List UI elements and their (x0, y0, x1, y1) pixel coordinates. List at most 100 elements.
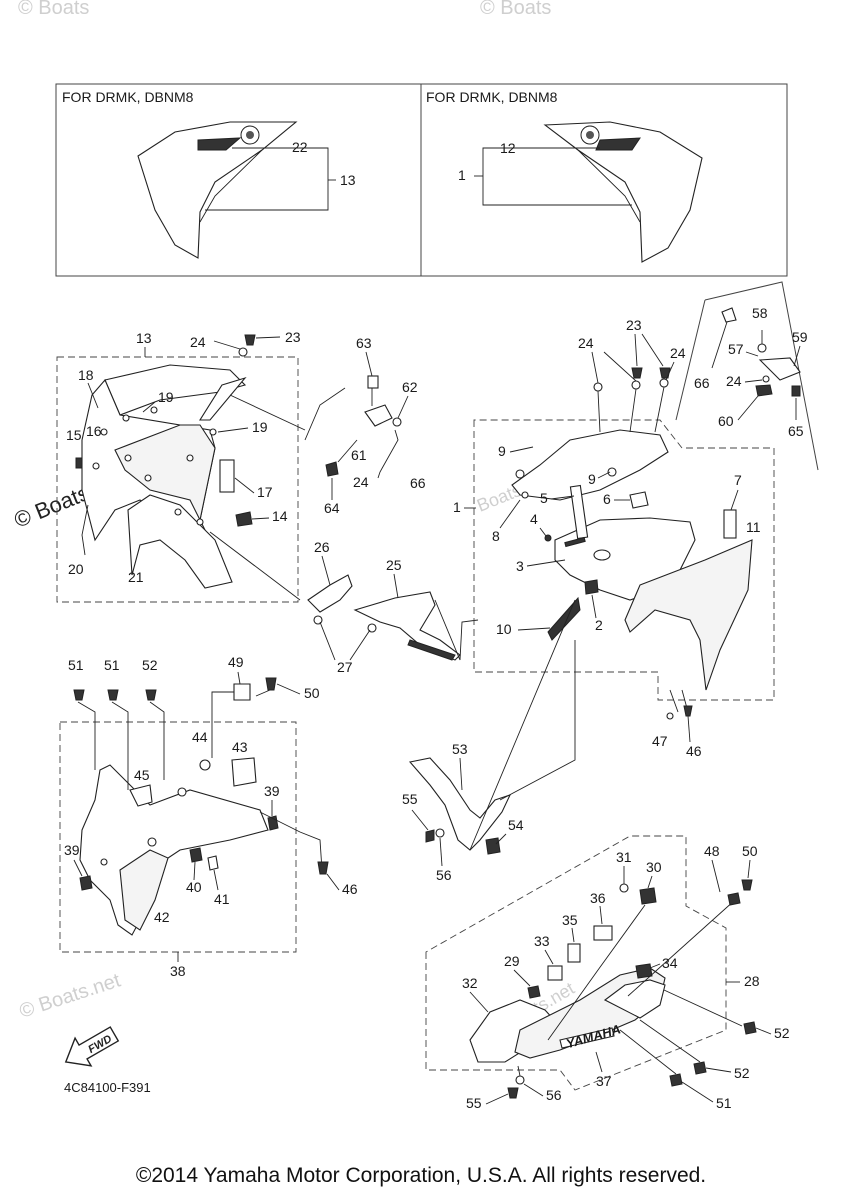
left-variant-caption: FOR DRMK, DBNM8 (62, 89, 194, 105)
callout-11: 11 (746, 519, 761, 535)
fwd-arrow-icon: FWD (64, 1026, 120, 1067)
center-bracket-parts (304, 375, 461, 661)
callout-9-a: 9 (498, 443, 506, 459)
callout-19-a: 19 (158, 389, 174, 405)
callout-62: 62 (402, 379, 418, 395)
callout-24-e: 24 (726, 373, 742, 389)
callout-45: 45 (134, 767, 150, 783)
callout-6: 6 (603, 491, 611, 507)
callout-14: 14 (272, 508, 288, 524)
callout-18: 18 (78, 367, 94, 383)
callout-55-a: 55 (402, 791, 418, 807)
callout-5: 5 (540, 490, 548, 506)
callout-55-b: 55 (466, 1095, 482, 1111)
callout-38: 38 (170, 963, 186, 979)
callout-9-b: 9 (588, 471, 596, 487)
callout-4: 4 (530, 511, 538, 527)
callout-52-c: 52 (734, 1065, 750, 1081)
callout-39-a: 39 (264, 783, 280, 799)
callout-32: 32 (462, 975, 478, 991)
callout-40: 40 (186, 879, 202, 895)
callout-63: 63 (356, 335, 372, 351)
callout-23-b: 23 (626, 317, 642, 333)
callout-41: 41 (214, 891, 230, 907)
callout-64: 64 (324, 500, 340, 516)
callout-66-a: 66 (410, 475, 426, 491)
callout-27: 27 (337, 659, 353, 675)
callout-20: 20 (68, 561, 84, 577)
callout-36: 36 (590, 890, 606, 906)
mirror-bracket-parts (675, 281, 819, 471)
callout-30: 30 (646, 859, 662, 875)
callout-2: 2 (595, 617, 603, 633)
callout-1: 1 (453, 499, 461, 515)
callout-26: 26 (314, 539, 330, 555)
watermark-bottom-left: © Boats.net (17, 969, 124, 1022)
watermark-top-right: © Boats (480, 0, 551, 19)
watermark-top-left: © Boats (18, 0, 89, 19)
callout-25: 25 (386, 557, 402, 573)
callout-12: 12 (500, 140, 516, 156)
callout-51-b: 51 (104, 657, 120, 673)
callout-52-b: 52 (774, 1025, 790, 1041)
callout-23-a: 23 (285, 329, 301, 345)
callout-43: 43 (232, 739, 248, 755)
lower-right-cowl-assembly: YAMAHA (425, 835, 757, 1099)
figure-code: 4C84100-F391 (64, 1080, 151, 1095)
callout-42: 42 (154, 909, 170, 925)
callout-7: 7 (734, 472, 742, 488)
callout-22: 22 (292, 139, 308, 155)
callout-33: 33 (534, 933, 550, 949)
lower-left-cowl-assembly (59, 677, 329, 953)
callout-13: 13 (136, 330, 152, 346)
callout-24-d: 24 (670, 345, 686, 361)
callout-13-top: 13 (340, 172, 356, 188)
copyright-notice: ©2014 Yamaha Motor Corporation, U.S.A. A… (135, 1164, 707, 1187)
callout-34: 34 (662, 955, 678, 971)
callout-24-b: 24 (353, 474, 369, 490)
callout-10: 10 (496, 621, 512, 637)
callout-47: 47 (652, 733, 668, 749)
callout-19-b: 19 (252, 419, 268, 435)
callout-1-top: 1 (458, 167, 466, 183)
callout-29: 29 (504, 953, 520, 969)
callout-28: 28 (744, 973, 760, 989)
callout-21: 21 (128, 569, 144, 585)
right-side-cowl-variant (543, 121, 703, 263)
callout-53: 53 (452, 741, 468, 757)
callout-48: 48 (704, 843, 720, 859)
center-lower-bracket (408, 599, 576, 855)
callout-44: 44 (192, 729, 208, 745)
callout-49: 49 (228, 654, 244, 670)
callout-24-a: 24 (190, 334, 206, 350)
callout-56-a: 56 (436, 867, 452, 883)
callout-17: 17 (257, 484, 273, 500)
callout-46-a: 46 (342, 881, 358, 897)
callout-16: 16 (86, 423, 102, 439)
callout-56-b: 56 (546, 1087, 562, 1103)
callout-15: 15 (66, 427, 82, 443)
fwd-label: FWD (86, 1033, 114, 1056)
callout-24-c: 24 (578, 335, 594, 351)
callout-3: 3 (516, 558, 524, 574)
callout-46-b: 46 (686, 743, 702, 759)
callout-54: 54 (508, 817, 524, 833)
left-cowl-assembly (56, 334, 299, 603)
right-variant-caption: FOR DRMK, DBNM8 (426, 89, 558, 105)
callout-57: 57 (728, 341, 744, 357)
callout-35: 35 (562, 912, 578, 928)
callout-61: 61 (351, 447, 367, 463)
callout-8: 8 (492, 528, 500, 544)
callout-65: 65 (788, 423, 804, 439)
callout-66-b: 66 (694, 375, 710, 391)
callout-60: 60 (718, 413, 734, 429)
callout-37: 37 (596, 1073, 612, 1089)
variant-header-box: FOR DRMK, DBNM8 FOR DRMK, DBNM8 22 13 12… (55, 83, 788, 277)
callout-39-b: 39 (64, 842, 80, 858)
callout-51-c: 51 (716, 1095, 732, 1111)
right-cowl-assembly (473, 367, 775, 701)
callout-58: 58 (752, 305, 768, 321)
callout-52-a: 52 (142, 657, 158, 673)
callout-59: 59 (792, 329, 808, 345)
